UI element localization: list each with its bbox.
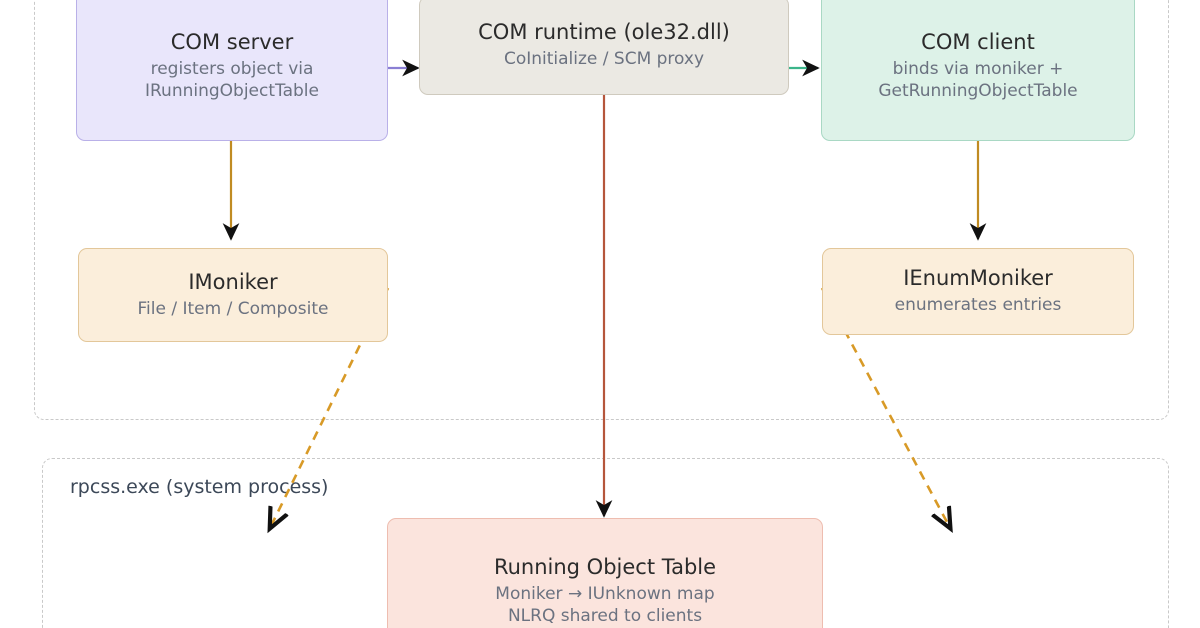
node-ienummoniker[interactable]: IEnumMoniker enumerates entries [822,248,1134,335]
node-imoniker-sub-line-1: File / Item / Composite [137,298,329,319]
node-com-server-subtitle: registers object via IRunningObjectTable [145,59,319,103]
node-com-server-sub-line-1: registers object via [150,59,314,80]
node-com-client-sub-line-1: binds via moniker + [892,59,1064,80]
node-imoniker[interactable]: IMoniker File / Item / Composite [78,248,388,342]
node-running-object-table-sub-line-2: NLRQ shared to clients [507,605,703,626]
node-com-runtime-title: COM runtime (ole32.dll) [478,20,730,45]
node-ienummoniker-subtitle: enumerates entries [895,295,1062,317]
node-ienummoniker-sub-line-1: enumerates entries [894,295,1062,316]
node-running-object-table-title: Running Object Table [493,555,717,579]
node-imoniker-subtitle: File / Item / Composite [138,299,329,321]
group-rpcss [42,458,1169,628]
node-com-runtime-sub-line-1: CoInitialize / SCM proxy [503,49,705,70]
node-com-client-sub-line-2: GetRunningObjectTable [878,81,1078,102]
node-com-server[interactable]: COM server registers object via IRunning… [76,0,388,141]
node-running-object-table-sub-line-1: Moniker → IUnknown map [495,584,715,605]
node-com-client-title: COM client [921,30,1035,55]
node-ienummoniker-title: IEnumMoniker [903,266,1053,291]
node-com-runtime[interactable]: COM runtime (ole32.dll) CoInitialize / S… [419,0,789,95]
node-com-client-subtitle: binds via moniker + GetRunningObjectTabl… [878,59,1077,103]
node-imoniker-title: IMoniker [188,269,278,294]
node-com-client[interactable]: COM client binds via moniker + GetRunnin… [821,0,1135,141]
node-com-server-sub-line-2: IRunningObjectTable [144,81,319,102]
node-running-object-table-subtitle: Moniker → IUnknown map NLRQ shared to cl… [495,584,714,628]
node-com-runtime-subtitle: CoInitialize / SCM proxy [504,49,704,71]
node-com-server-title: COM server [170,30,294,55]
group-client-server [34,0,1169,420]
node-running-object-table[interactable]: Running Object Table Moniker → IUnknown … [387,518,823,628]
group-rpcss-label: rpcss.exe (system process) [70,476,329,498]
